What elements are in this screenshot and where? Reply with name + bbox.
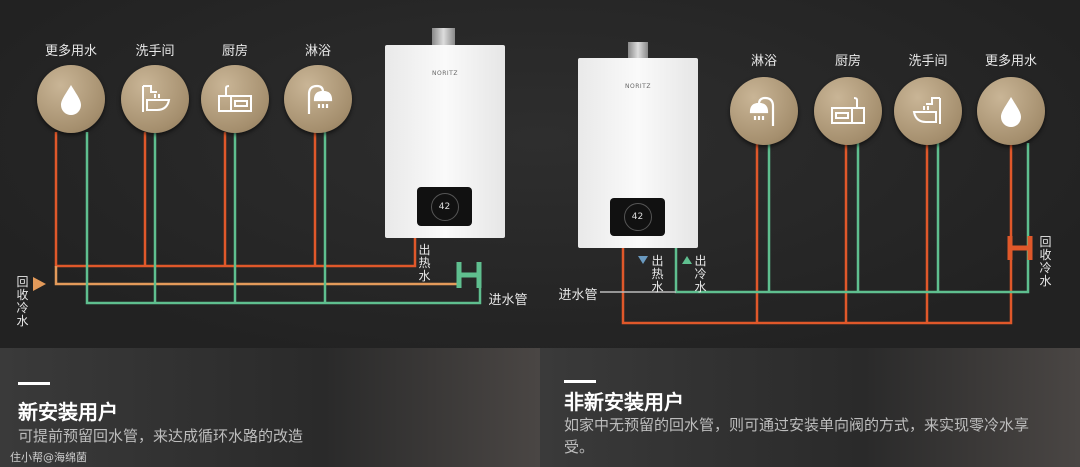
hot-out-arrow-icon <box>638 256 648 264</box>
inlet-label: 进水管 <box>488 293 528 308</box>
control-display: 42 <box>610 198 665 236</box>
return-cold-water-label: 回收冷水 <box>16 275 29 328</box>
fixture-label: 洗手间 <box>908 54 948 69</box>
return-arrow-icon <box>33 277 46 291</box>
panel-text: 可提前预留回水管，来达成循环水路的改造 <box>18 427 304 445</box>
chalkboard-background <box>0 0 1080 348</box>
fixture-label: 厨房 <box>221 44 249 59</box>
fixture-label: 更多用水 <box>984 54 1038 69</box>
left-return-pipe <box>54 266 460 286</box>
washbasin-icon <box>894 77 962 145</box>
accent-bar <box>564 380 596 383</box>
water-heater-existing: NORITZ 42 <box>578 58 698 248</box>
left-check-valve <box>456 262 482 288</box>
brand-logo: NORITZ <box>625 83 651 90</box>
shower-icon <box>730 77 798 145</box>
right-cold-pipe <box>674 143 1030 294</box>
water-drop-icon <box>37 65 105 133</box>
shower-icon <box>284 65 352 133</box>
return-cold-water-label: 回收冷水 <box>1039 235 1052 288</box>
hot-out-label: 出热水 <box>651 254 664 294</box>
panel-title: 非新安装用户 <box>564 390 684 414</box>
temperature-readout: 42 <box>623 203 652 231</box>
flue-pipe <box>628 42 648 59</box>
temperature-readout: 42 <box>430 192 459 221</box>
fixture-label: 淋浴 <box>750 54 778 69</box>
panel-existing-install: 非新安装用户 如家中无预留的回水管，则可通过安装单向阀的方式，来实现零冷水享受。 <box>540 348 1080 467</box>
cold-out-arrow-icon <box>682 256 692 264</box>
kitchen-sink-icon <box>814 77 882 145</box>
fixture-label: 洗手间 <box>135 44 175 59</box>
control-display: 42 <box>417 187 472 226</box>
panel-new-install: 新安装用户 可提前预留回水管，来达成循环水路的改造 <box>0 348 540 467</box>
panel-text: 如家中无预留的回水管，则可通过安装单向阀的方式，来实现零冷水享受。 <box>564 416 1030 456</box>
water-drop-icon <box>977 77 1045 145</box>
pipe-diagram <box>33 132 1033 325</box>
kitchen-sink-icon <box>201 65 269 133</box>
watermark: 住小帮@海绵菌 <box>10 451 87 464</box>
right-check-valve <box>1007 236 1033 260</box>
water-heater-new: NORITZ 42 <box>385 45 505 238</box>
hot-out-label: 出热水 <box>418 243 431 283</box>
right-hot-pipe <box>621 143 1013 325</box>
cold-out-label: 出冷水 <box>694 254 707 294</box>
flue-pipe <box>432 28 455 46</box>
panel-title: 新安装用户 <box>18 400 118 424</box>
brand-logo: NORITZ <box>432 70 458 77</box>
washbasin-icon <box>121 65 189 133</box>
fixture-label: 淋浴 <box>304 44 332 59</box>
inlet-label: 进水管 <box>558 288 598 303</box>
fixture-label: 更多用水 <box>44 44 98 59</box>
fixture-label: 厨房 <box>834 54 862 69</box>
accent-bar <box>18 382 50 385</box>
left-cold-pipe <box>85 132 482 305</box>
